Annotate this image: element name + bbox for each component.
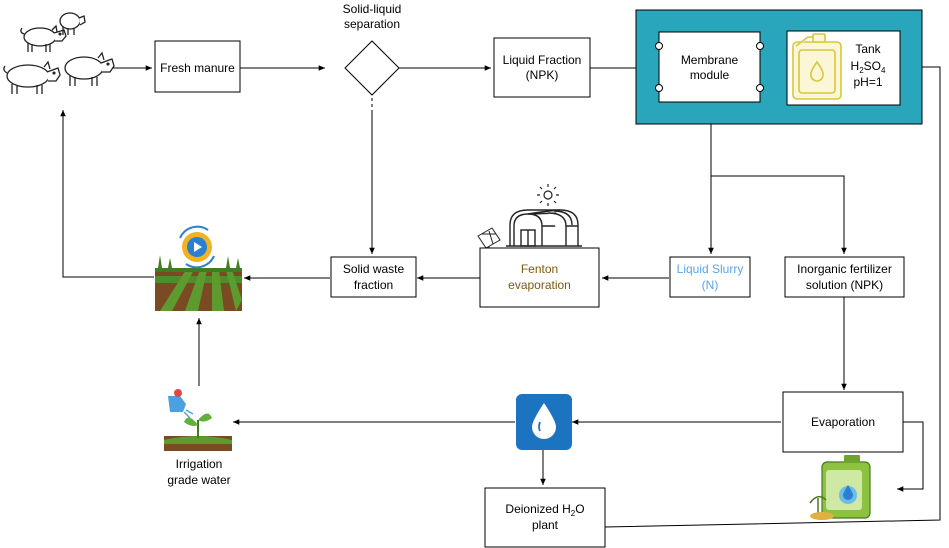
field-icon [155, 225, 242, 311]
membrane-label-line1: Membrane [681, 53, 739, 67]
deionized-label-line1: Deionized H2O [505, 502, 584, 518]
solid-waste-box [330, 256, 417, 298]
edge-evaporation-to-fertilizer [897, 421, 924, 492]
separation-diamond [344, 40, 400, 96]
deionized-plant-box [484, 487, 606, 548]
liquid-fraction-label-line1: Liquid Fraction [503, 53, 582, 67]
separation-label-line2: separation [344, 17, 400, 31]
tank-label-line1: Tank [855, 42, 881, 56]
acid-tank-node[interactable]: Tank H2SO4 pH=1 [786, 30, 901, 106]
irrigation-label: Irrigation grade water [167, 457, 230, 487]
fresh-manure-node[interactable]: Fresh manure [154, 40, 241, 93]
evaporation-box [782, 391, 904, 453]
liquid-fraction-node[interactable]: Liquid Fraction (NPK) [493, 37, 591, 98]
fenton-label-line2: evaporation [508, 278, 571, 292]
fenton-evaporation-box [479, 247, 600, 308]
membrane-module-box [658, 31, 761, 103]
membrane-port-icon [756, 84, 764, 92]
evaporation-node[interactable]: Evaporation [782, 391, 904, 453]
fresh-manure-label: Fresh manure [160, 61, 235, 75]
liquid-slurry-node[interactable]: Liquid Slurry (N) [669, 256, 751, 298]
fresh-manure-box [154, 40, 241, 93]
evaporation-label: Evaporation [811, 415, 875, 429]
tank-label-acid: H2SO4 [851, 59, 886, 75]
fenton-label-line1: Fenton [521, 262, 558, 276]
deionized-label-line2: plant [532, 518, 559, 532]
inorganic-label-line2: solution (NPK) [806, 278, 883, 292]
membrane-port-icon [655, 42, 663, 50]
membrane-module-node[interactable]: Membrane module [655, 31, 764, 103]
separation-node[interactable]: Solid-liquid separation [343, 2, 402, 96]
membrane-port-icon [756, 42, 764, 50]
solid-waste-label-line1: Solid waste [343, 262, 405, 276]
cycle-gear-icon [179, 225, 215, 269]
edge-membrane-to-inorganic [711, 175, 847, 254]
liquid-fraction-label-line2: (NPK) [526, 68, 559, 82]
fertilizer-icon [809, 455, 871, 520]
inorganic-fertilizer-box [784, 256, 905, 298]
pigs-icon [3, 12, 115, 94]
jerrycan-icon [792, 33, 842, 100]
plant-watering-icon [164, 389, 232, 451]
liquid-fraction-box [493, 37, 591, 98]
liquid-slurry-label-line1: Liquid Slurry [677, 262, 744, 276]
irrigation-label-line1: Irrigation [176, 457, 223, 471]
membrane-label-line2: module [690, 68, 730, 82]
irrigation-label-line2: grade water [167, 473, 230, 487]
tank-label-ph: pH=1 [853, 75, 882, 89]
greenhouse-icon [506, 209, 582, 247]
sun-icon [537, 184, 559, 206]
liquid-slurry-label-line2: (N) [702, 278, 719, 292]
liquid-slurry-box [669, 256, 751, 298]
inorganic-fertilizer-node[interactable]: Inorganic fertilizer solution (NPK) [784, 256, 905, 298]
deionized-plant-node[interactable]: Deionized H2O plant [484, 487, 606, 548]
inorganic-label-line1: Inorganic fertilizer [797, 262, 892, 276]
solid-waste-node[interactable]: Solid waste fraction [330, 256, 417, 298]
fenton-evaporation-node[interactable]: Fenton evaporation [479, 247, 600, 308]
separation-label-line1: Solid-liquid [343, 2, 402, 16]
solar-panel-icon [477, 227, 501, 250]
connectors [60, 55, 941, 528]
solid-waste-label-line2: fraction [354, 278, 393, 292]
edge-field-to-pigs [60, 110, 154, 278]
water-drop-icon [516, 394, 572, 450]
membrane-port-icon [655, 84, 663, 92]
